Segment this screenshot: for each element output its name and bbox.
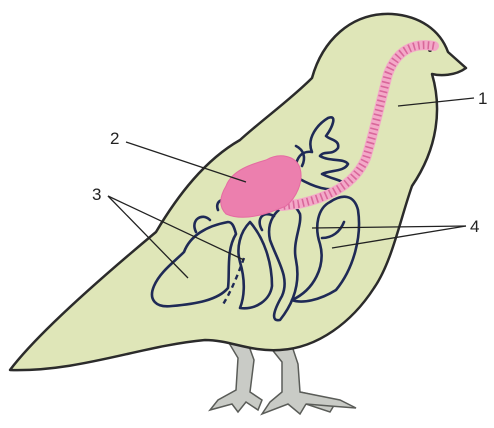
- label-4: 4: [470, 217, 479, 236]
- right-foot-toe: [300, 392, 356, 408]
- label-3: 3: [92, 185, 101, 204]
- label-2: 2: [110, 129, 119, 148]
- label-1: 1: [478, 89, 487, 108]
